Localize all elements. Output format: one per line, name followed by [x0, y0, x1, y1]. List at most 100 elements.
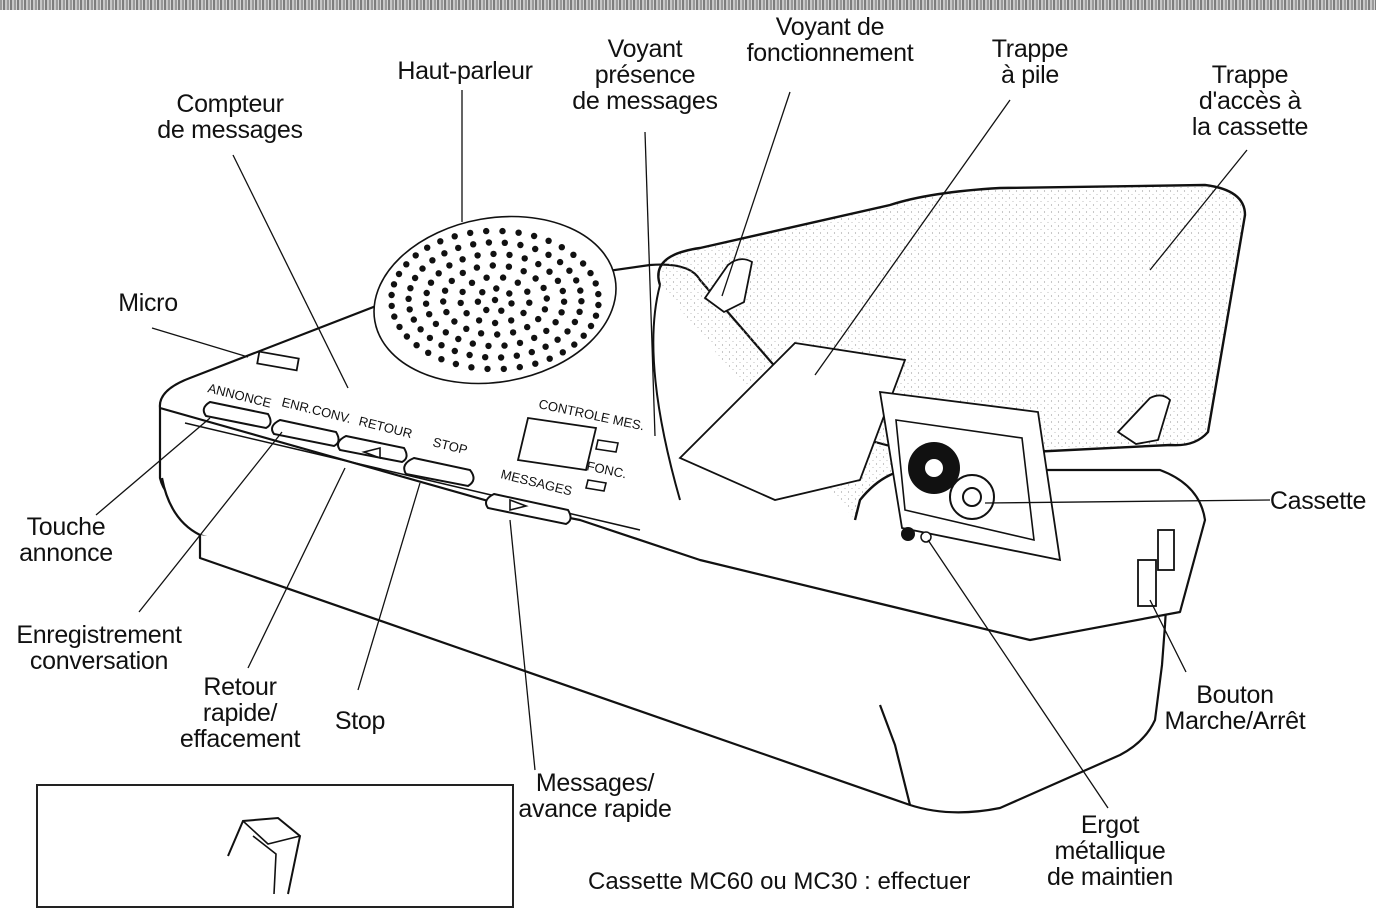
- speaker-dot: [528, 348, 535, 356]
- speaker-dot: [524, 288, 531, 295]
- speaker-dot: [429, 257, 436, 264]
- speaker-dot: [425, 349, 432, 356]
- speaker-dot: [407, 285, 414, 292]
- speaker-dot: [500, 365, 507, 373]
- speaker-dot: [559, 349, 566, 356]
- retour-arrow-icon: [361, 446, 381, 460]
- speaker-dot: [463, 325, 470, 332]
- speaker-dot: [560, 298, 568, 305]
- speaker-dot: [442, 329, 449, 336]
- speaker-dot: [437, 238, 444, 245]
- label-trappe-cassette: Trappe d'accès à la cassette: [1191, 61, 1309, 141]
- speaker-dot: [501, 342, 508, 349]
- btn-annonce[interactable]: [202, 400, 272, 430]
- btn-enr-conv[interactable]: [271, 418, 340, 448]
- speaker-dot: [520, 268, 527, 275]
- speaker-dot: [411, 274, 419, 282]
- speaker-dot: [556, 258, 564, 266]
- speaker-dot: [390, 281, 398, 288]
- speaker-dot: [498, 307, 505, 314]
- speaker-dot: [403, 333, 411, 340]
- speaker-dot: [535, 315, 542, 323]
- speaker-dot: [483, 227, 490, 235]
- speaker-dot: [558, 309, 565, 316]
- speaker-dot: [491, 319, 499, 327]
- speaker-dot: [543, 327, 550, 335]
- speaker-dot: [441, 250, 448, 257]
- speaker-dot: [540, 284, 547, 292]
- inset-box: [36, 784, 514, 908]
- speaker-dot: [531, 334, 538, 342]
- speaker-dot: [491, 296, 499, 304]
- speaker-dot: [395, 270, 403, 278]
- speaker-dot: [577, 287, 584, 294]
- top-border-strip: [0, 0, 1376, 10]
- messages-arrow-icon: [509, 498, 529, 512]
- speaker-dot: [508, 300, 515, 307]
- label-touche-annonce: Touche annonce: [19, 513, 113, 567]
- speaker-dot: [455, 335, 462, 343]
- speaker-dot: [448, 277, 455, 285]
- speaker-dot: [451, 347, 458, 355]
- label-ergot: Ergot métallique de maintien: [1047, 811, 1173, 891]
- btn-messages[interactable]: [485, 492, 572, 526]
- speaker-dot: [468, 279, 476, 286]
- btn-stop[interactable]: [403, 456, 475, 488]
- speaker-dot: [516, 339, 524, 347]
- speaker-dot: [499, 274, 507, 281]
- speaker-dot: [580, 332, 587, 339]
- speaker-dot: [388, 302, 395, 310]
- speaker-dot: [470, 241, 477, 248]
- speaker-dot: [457, 299, 464, 307]
- speaker-dot: [545, 251, 552, 258]
- label-compteur: Compteur de messages: [157, 90, 303, 144]
- speaker-dot: [473, 264, 481, 271]
- speaker-dot: [403, 261, 410, 268]
- speaker-dot: [413, 342, 420, 349]
- lid-hinge-right: [1116, 394, 1172, 445]
- power-switch[interactable]: [1137, 529, 1175, 607]
- speaker-dot: [532, 360, 539, 367]
- speaker-dot: [466, 351, 473, 359]
- counter-window: [516, 416, 598, 472]
- speaker-dot: [506, 251, 513, 259]
- speaker-dot: [463, 310, 470, 317]
- speaker-dot: [396, 323, 403, 331]
- speaker-dot: [592, 312, 600, 319]
- speaker-dot: [424, 244, 431, 251]
- speaker-dot: [497, 354, 505, 361]
- speaker-dot: [520, 309, 527, 317]
- speaker-dot: [485, 239, 493, 246]
- speaker-dot: [566, 267, 573, 274]
- speaker-dot: [469, 340, 476, 347]
- speaker-dot: [459, 269, 466, 277]
- speaker-dot: [542, 343, 549, 350]
- speaker-dot: [517, 241, 524, 249]
- speaker-dot: [508, 317, 515, 324]
- lid-hinge-left: [703, 258, 754, 314]
- speaker-dot: [427, 279, 435, 286]
- speaker-dot: [489, 262, 496, 269]
- speaker-dot: [474, 298, 482, 305]
- speaker-dot: [509, 329, 517, 336]
- speaker-dot: [494, 331, 501, 338]
- label-micro: Micro: [118, 289, 178, 317]
- speaker-grille: [388, 227, 602, 373]
- speaker-dot: [592, 280, 599, 287]
- speaker-dot: [452, 360, 460, 368]
- speaker-dot: [552, 319, 559, 326]
- speaker-dot: [468, 364, 475, 371]
- label-voyant-presence: Voyant présence de messages: [572, 35, 718, 115]
- speaker-dot: [482, 354, 489, 361]
- speaker-dot: [501, 239, 508, 246]
- speaker-dot: [571, 341, 578, 348]
- speaker-dot: [477, 330, 485, 337]
- speaker-dot: [475, 317, 483, 324]
- speaker-dot: [417, 326, 424, 333]
- btn-retour[interactable]: [337, 434, 408, 464]
- speaker-dot: [587, 269, 594, 277]
- speaker-dot: [532, 275, 539, 282]
- speaker-dot: [485, 342, 492, 350]
- speaker-dot: [438, 342, 445, 349]
